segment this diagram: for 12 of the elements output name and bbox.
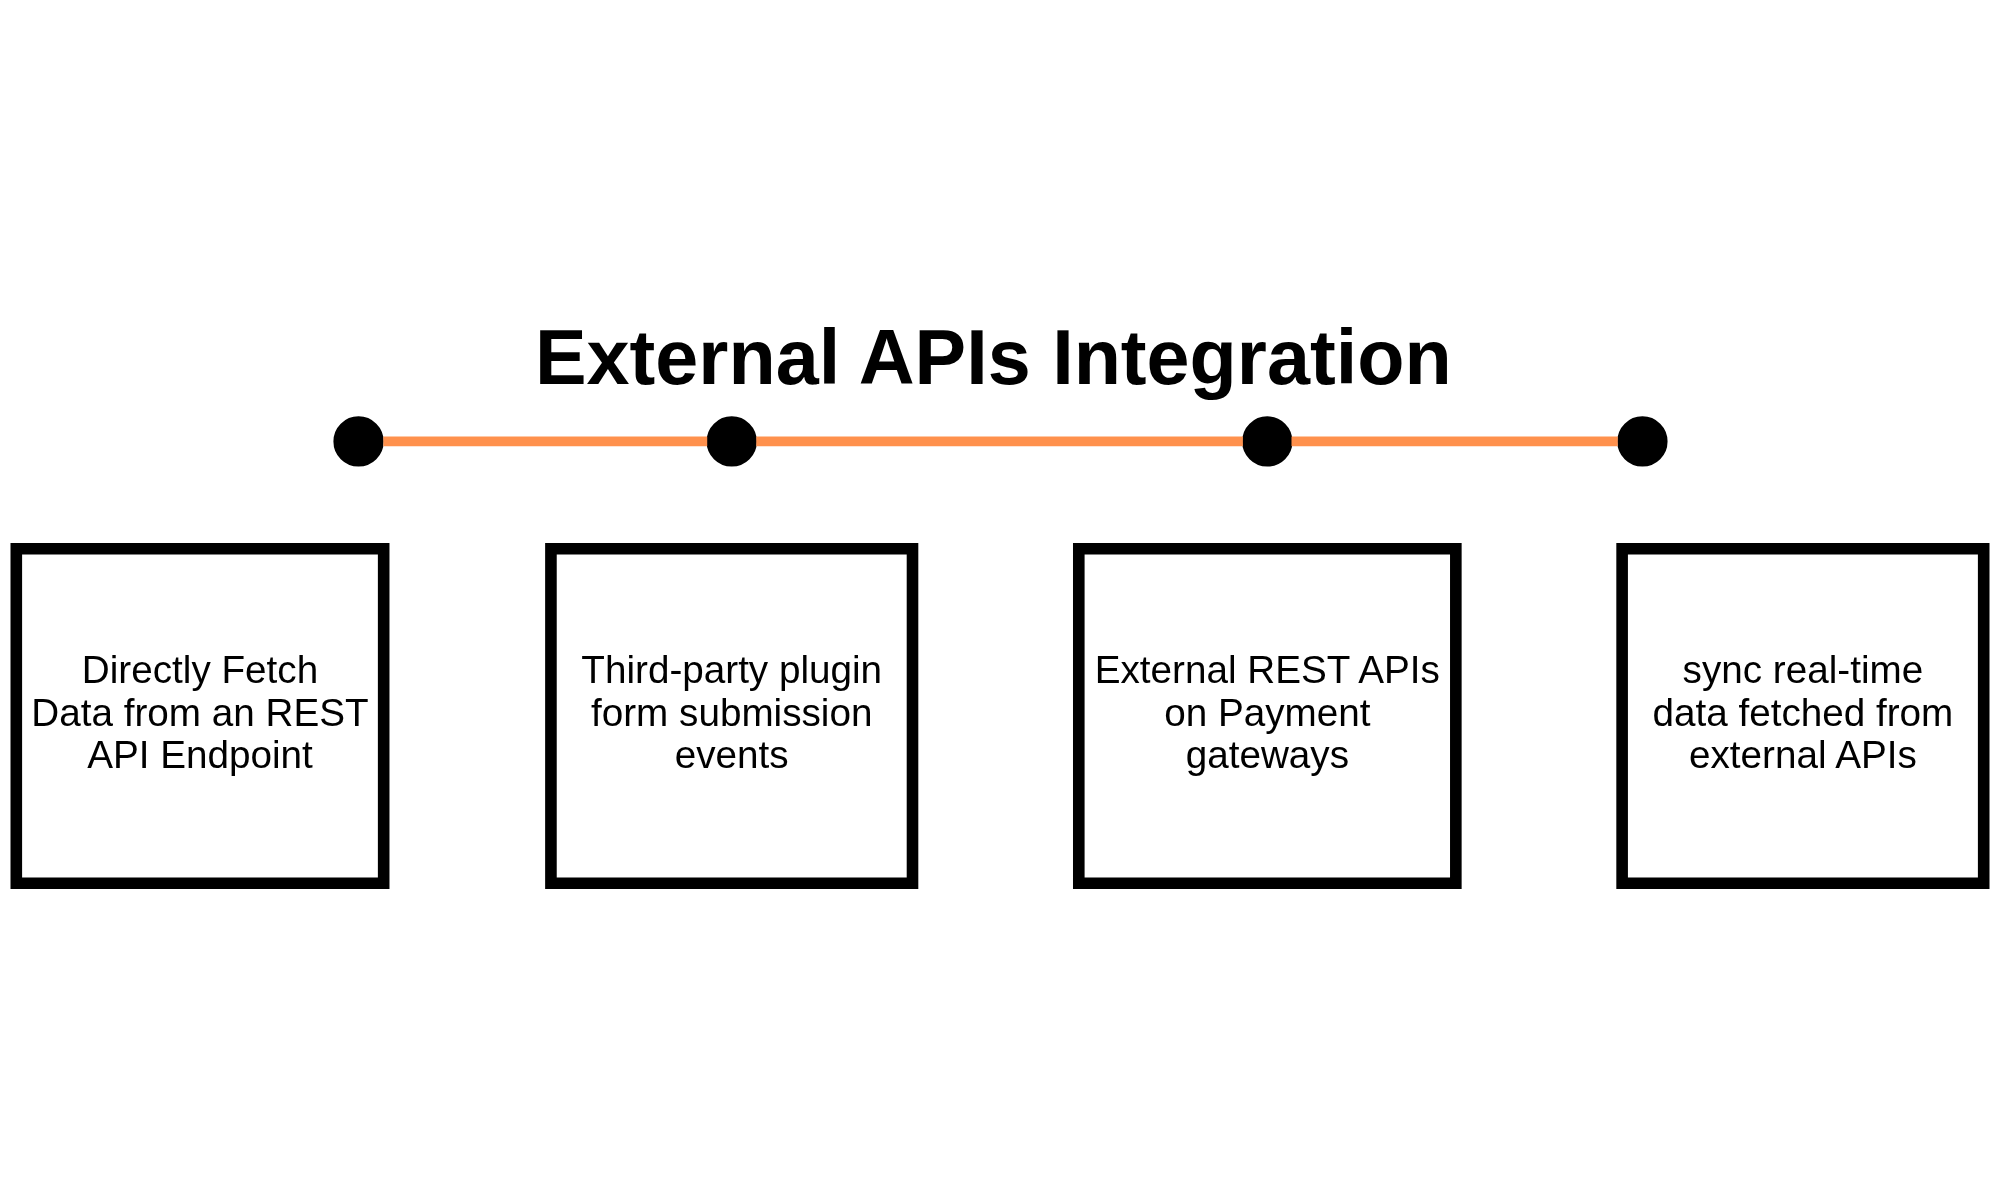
node-box: External REST APIs on Payment gateways	[1073, 542, 1462, 890]
node-circle	[1242, 416, 1293, 467]
node-box: Third-party plugin form submission events	[545, 542, 919, 890]
node-circle	[1617, 416, 1668, 467]
node-circle	[333, 416, 384, 467]
diagram-title: External APIs Integration	[534, 314, 1452, 401]
connector	[756, 436, 1243, 447]
node-box: sync real-time data fetched from external APIs	[1616, 542, 1990, 890]
connector	[383, 436, 708, 447]
connector	[1291, 436, 1618, 447]
node-box: Directly Fetch Data from an REST API Endpoint	[10, 542, 390, 890]
node-circle	[706, 416, 757, 467]
